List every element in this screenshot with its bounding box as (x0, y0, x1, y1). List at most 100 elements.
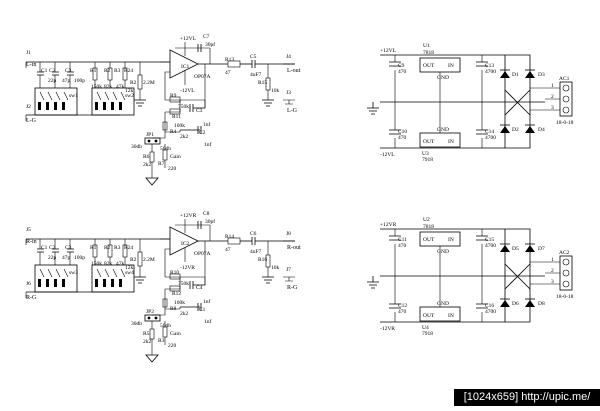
rc-res-value-3: 2k2 (180, 134, 189, 140)
psu-vpos: +12VL (380, 48, 397, 54)
output-label: R-out (287, 245, 301, 251)
psu-vneg: -12VL (380, 152, 395, 158)
res-label-1: R1 (90, 245, 97, 251)
coupling-cap-label: C5 (250, 54, 257, 60)
rc-cap-value-1: 1nf (203, 298, 211, 305)
cap-big-neg-label: C14 (485, 129, 494, 135)
load-res-value: 10k (271, 88, 280, 94)
reg-neg-label: U4 (422, 325, 429, 331)
jumper-50: 50db (160, 323, 171, 329)
amp-left-labels: J1 L-in J2 L-G C1 C2 C3 22p 47p 100p sw1… (26, 34, 301, 172)
reg-neg-pin-out: OUT (423, 139, 435, 145)
switch-cap: sw3 (69, 270, 78, 276)
coupling-cap-label: C6 (250, 231, 257, 237)
rc-cap-value-2: 1nf (204, 141, 212, 148)
low-res-value-2: 220 (168, 343, 177, 349)
rc-res-value-2: 100k (174, 123, 185, 129)
cap-in-neg-value: 470 (398, 309, 407, 315)
rc-res-label-1: R10 (170, 270, 179, 276)
low-res-value-2: 220 (168, 166, 177, 172)
cap-big-neg-value: 4700 (485, 309, 496, 315)
psu-1-labels: +12VL -12VL U1 7818 OUT IN GND U3 7918 O… (380, 43, 574, 163)
reg-neg-pin-gnd: GND (437, 301, 449, 307)
cap-value-2: 47p (62, 78, 71, 84)
cap-value-1: 22p (48, 255, 57, 261)
rc-res-value-3: 2k2 (180, 311, 189, 317)
cap-label-3: C3 (65, 68, 72, 74)
ic-label: IC2 (181, 241, 190, 247)
low-res-label-1: R5 (143, 331, 150, 337)
cap-in-pos-value: 470 (398, 69, 407, 75)
cap-value-3: 100p (74, 255, 85, 261)
res-right-value: 12k (125, 88, 134, 94)
cap-value-1: 22p (48, 78, 57, 84)
cap-big-pos-label: C13 (485, 63, 494, 69)
rc-res-value-1: 750k (178, 104, 189, 110)
reg-pos-pin-in: IN (448, 63, 454, 69)
ground-label: R-G (26, 295, 37, 301)
input-connector: J5 (26, 227, 31, 233)
cap-label-2: C2 (49, 68, 56, 74)
res-value-3: 47k (116, 84, 125, 90)
cap-label-3: C3 (65, 245, 72, 251)
pin-3: 3 (551, 279, 554, 285)
diode-2: D6 (512, 301, 519, 307)
res-right-label-2: R2 (130, 80, 137, 86)
rc-res-value-1: 750k (178, 281, 189, 287)
rc-res-label-3: R4 (170, 129, 177, 135)
out-ground-connector: J7 (286, 267, 291, 273)
rc-cap-label-1: C4 (196, 285, 203, 291)
ac-connector-label: AC2 (559, 250, 570, 256)
out-res-value: 47 (225, 247, 231, 253)
res-right-label-1: R24 (124, 245, 133, 251)
rc-res-label-2: R11 (172, 114, 181, 120)
diode-4: D8 (538, 301, 545, 307)
gain-label: Gain (170, 154, 181, 160)
ic-label: IC1 (181, 64, 190, 70)
ac-connector-value: 18-0-18 (556, 294, 574, 300)
low-res-value-1: 2k2 (143, 162, 152, 168)
vpos-label: +12VL (180, 36, 197, 42)
rc-res-label-1: R9 (170, 93, 177, 99)
reg-pos-pin-out: OUT (423, 237, 435, 243)
pin-3: 3 (551, 105, 554, 111)
res-label-2: R2 (104, 68, 111, 74)
cap-in-neg-label: C12 (398, 303, 407, 309)
switch-cap: sw1 (69, 93, 78, 99)
ac-connector-label: AC1 (559, 76, 570, 82)
low-res-label-1: R6 (143, 154, 150, 160)
cap-big-pos-value: 4700 (485, 69, 496, 75)
diode-1: D5 (512, 246, 519, 252)
diode-4: D4 (538, 127, 545, 133)
out-res-value: 47 (225, 70, 231, 76)
ground-connector: J6 (26, 281, 31, 287)
res-label-2: R2 (104, 245, 111, 251)
output-connector: J4 (286, 54, 291, 60)
vpos-label: +12VR (180, 213, 197, 219)
reg-pos-label: U2 (423, 217, 430, 223)
vneg-label: -12VR (180, 265, 195, 271)
res-right-label-2: R2 (130, 257, 137, 263)
rc-cap-label-2: C2 (199, 130, 206, 136)
res-value-1: 150k (91, 261, 102, 267)
ground-connector: J2 (26, 104, 31, 110)
ic-part: OP07A (194, 251, 211, 257)
cap-label-2: C2 (49, 245, 56, 251)
reg-pos-pin-gnd: GND (437, 249, 449, 255)
cap-in-pos-label: C11 (398, 237, 407, 243)
watermark[interactable]: [1024x659] http://upic.me/ (454, 389, 600, 406)
low-res-value-1: 2k2 (143, 339, 152, 345)
rc-cap-value-1: 1nf (203, 121, 211, 128)
reg-pos-part: 7818 (423, 224, 434, 230)
vneg-label: -12VL (180, 88, 195, 94)
cap-big-neg-label: C16 (485, 303, 494, 309)
diode-3: D7 (538, 246, 545, 252)
out-ground-connector: J3 (286, 90, 291, 96)
jumper-gain: 30db (131, 321, 142, 327)
input-label: R-in (26, 239, 37, 245)
output-connector: J8 (286, 231, 291, 237)
cap-in-neg-value: 470 (398, 135, 407, 141)
rc-res-label-2: R12 (172, 291, 181, 297)
